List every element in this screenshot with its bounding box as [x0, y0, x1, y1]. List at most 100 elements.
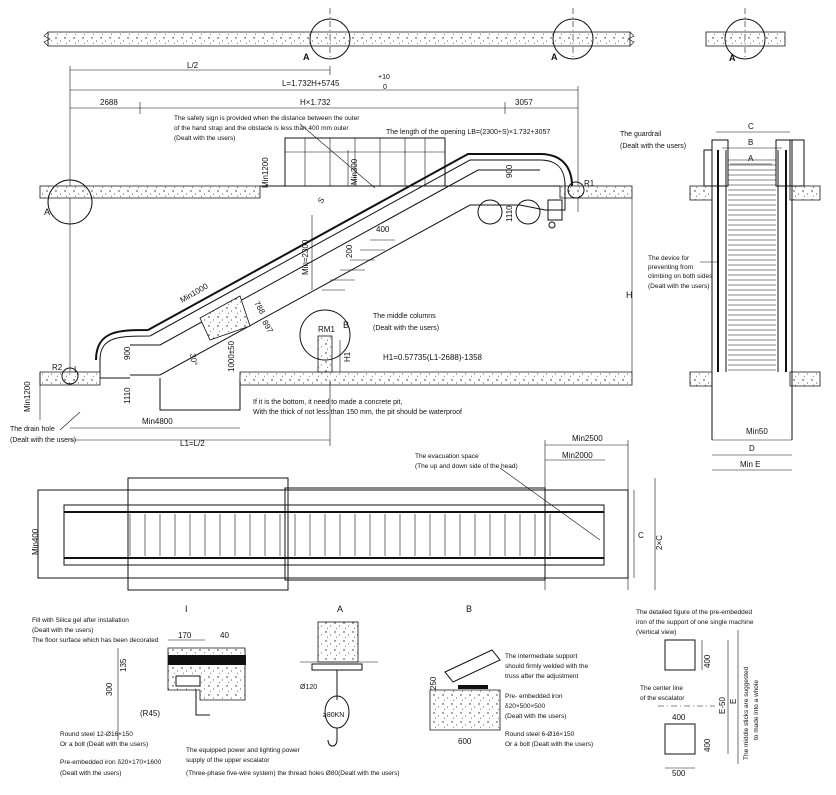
vert-title-1: The detailed figure of the pre-embedded	[636, 609, 752, 616]
dim-3057: 3057	[515, 98, 533, 107]
dim-min4800: Min4800	[142, 417, 173, 426]
vert-500: 500	[672, 769, 686, 778]
end-device-1: The device for	[648, 255, 690, 262]
dim-h1: H1	[343, 351, 352, 362]
end-min50: Min50	[746, 427, 768, 436]
detail-b-title: B	[466, 604, 472, 614]
top-a-label-1: A	[303, 52, 310, 62]
plan-min400: Min400	[31, 528, 40, 555]
dim-200: 200	[345, 244, 354, 258]
dim-400: 400	[376, 225, 390, 234]
dim-min1000: Min1000	[179, 281, 211, 304]
note-pit-1: If it is the bottom, it need to made a c…	[253, 399, 402, 406]
dim-hx1732: H×1.732	[300, 98, 331, 107]
dim-half-l: L/2	[187, 61, 199, 70]
detail-i-floor: The floor surface which has been decorat…	[32, 637, 159, 644]
detail-b-steel-2: Or a bolt (Dealt with the users)	[505, 741, 593, 748]
note-h1-formula: H1=0.57735(L1-2688)-1358	[383, 353, 483, 362]
vert-e: E	[729, 699, 738, 704]
dim-1110-bot: 1110	[123, 387, 132, 404]
detail-a-d120: Ø120	[300, 684, 317, 691]
end-c-label: C	[748, 122, 754, 131]
end-view: C B A The guardrail (Dealt with the user…	[620, 122, 821, 471]
plan-c: C	[638, 531, 644, 540]
dim-min1200-top: Min1200	[261, 157, 270, 188]
plan-evac-2: (The up and down side of the head)	[415, 463, 518, 470]
detail-b-support-3: truss after the adjustment	[505, 673, 579, 680]
detail-i-135: 135	[119, 658, 128, 672]
end-a-label: A	[748, 154, 754, 163]
note-safety-sign-1: The safety sign is provided when the dis…	[174, 115, 360, 122]
note-middle-columns-2: (Dealt with the users)	[373, 325, 439, 332]
detail-i-iron-2: (Dealt with the users)	[60, 770, 121, 777]
dim-tol-plus: +10	[378, 74, 390, 81]
note-drain-1: The drain hole	[10, 426, 55, 433]
label-a-left: A	[44, 207, 50, 217]
end-device-3: climbing on both sides	[648, 273, 713, 280]
detail-i-steel-2: Or a bolt (Dealt with the users)	[60, 741, 148, 748]
vert-center-1: The center line	[640, 685, 683, 692]
vert-e50: E-50	[718, 697, 727, 714]
detail-i-steel-1: Round steel 12-Ø16×150	[60, 731, 133, 738]
dim-1000: 1000±50	[227, 340, 236, 372]
detail-b-iron-3: (Dealt with the users)	[505, 713, 566, 720]
plan-2c: 2×C	[655, 535, 664, 550]
dim-2688: 2688	[100, 98, 118, 107]
vert-title-2: iron of the support of one single machin…	[636, 619, 754, 626]
dim-min2300: Min=2300	[301, 239, 310, 275]
detail-b-support-2: should firmly welded with the	[505, 663, 588, 670]
dim-l1: L1=L/2	[180, 439, 205, 448]
top-section-strip: A A A	[43, 8, 786, 63]
label-i-bot: I	[74, 365, 76, 374]
dim-1110-top: 1110	[505, 205, 514, 222]
vert-sticks-1: The middle sticks are suggested	[743, 666, 750, 760]
plan-evac-1: The evacuation space	[415, 453, 479, 460]
label-b: B	[343, 320, 349, 330]
label-r2: R2	[52, 363, 63, 372]
end-device-4: (Dealt with the users)	[648, 283, 709, 290]
detail-i-fill-1: Fill with Silica gel after installation	[32, 617, 129, 624]
note-safety-sign-3: (Dealt with the users)	[174, 135, 235, 142]
dim-788: 788	[252, 300, 267, 317]
dim-h: H	[626, 290, 633, 300]
note-pit-2: With the thick of not less than 150 mm, …	[253, 409, 462, 416]
plan-min2500: Min2500	[572, 434, 603, 443]
detail-a-title: A	[337, 604, 343, 614]
vert-400b: 400	[672, 713, 686, 722]
detail-b-support-1: The intermediate support	[505, 653, 577, 660]
detail-b-iron-1: Pre- embedded iron	[505, 693, 563, 700]
label-r1: R1	[584, 179, 595, 188]
dim-900-top: 900	[505, 164, 514, 178]
end-b-label: B	[748, 138, 753, 147]
vert-sticks-2: to made into a whole	[753, 680, 760, 740]
detail-a-load: ≥80KN	[323, 712, 344, 719]
detail-i-power-2: supply of the upper escalator	[186, 757, 270, 764]
detail-b-iron-2: δ20×500×500	[505, 703, 546, 710]
end-device-2: preventing from	[648, 264, 693, 271]
dim-min300: Min300	[350, 158, 359, 185]
note-opening: The length of the opening LB=(2300+S)×1.…	[386, 129, 550, 136]
plan-view: Min2500 Min2000 The evacuation space (Th…	[31, 434, 664, 591]
vert-400a: 400	[703, 654, 712, 668]
vert-400c: 400	[703, 738, 712, 752]
detail-b-250: 250	[429, 676, 438, 690]
dim-total-l: L=1.732H+5745	[282, 79, 340, 88]
detail-vertical: The detailed figure of the pre-embedded …	[636, 609, 760, 778]
label-rm1: RM1	[318, 325, 335, 334]
detail-i-r45: (R45)	[140, 709, 160, 718]
detail-a: A Ø120 ≥80KN	[300, 604, 378, 747]
dim-30deg: 30°	[188, 353, 199, 366]
end-d: D	[749, 444, 755, 453]
top-a-label-3: A	[729, 53, 736, 63]
detail-b: B 250 600 The intermediate support shoul…	[429, 604, 593, 748]
label-i-top: I	[564, 181, 566, 190]
detail-i-power-3: (Three-phase five-wire system) the threa…	[186, 770, 400, 777]
detail-i-title: I	[185, 604, 188, 614]
detail-b-steel-1: Round steel 6-Ø16×150	[505, 731, 575, 738]
dim-900-bot: 900	[123, 346, 132, 360]
dim-tol-zero: 0	[383, 84, 387, 91]
plan-min2000: Min2000	[562, 451, 593, 460]
note-middle-columns: The middle columns	[373, 313, 436, 320]
dim-897: 897	[260, 319, 275, 336]
top-a-label-2: A	[551, 52, 558, 62]
